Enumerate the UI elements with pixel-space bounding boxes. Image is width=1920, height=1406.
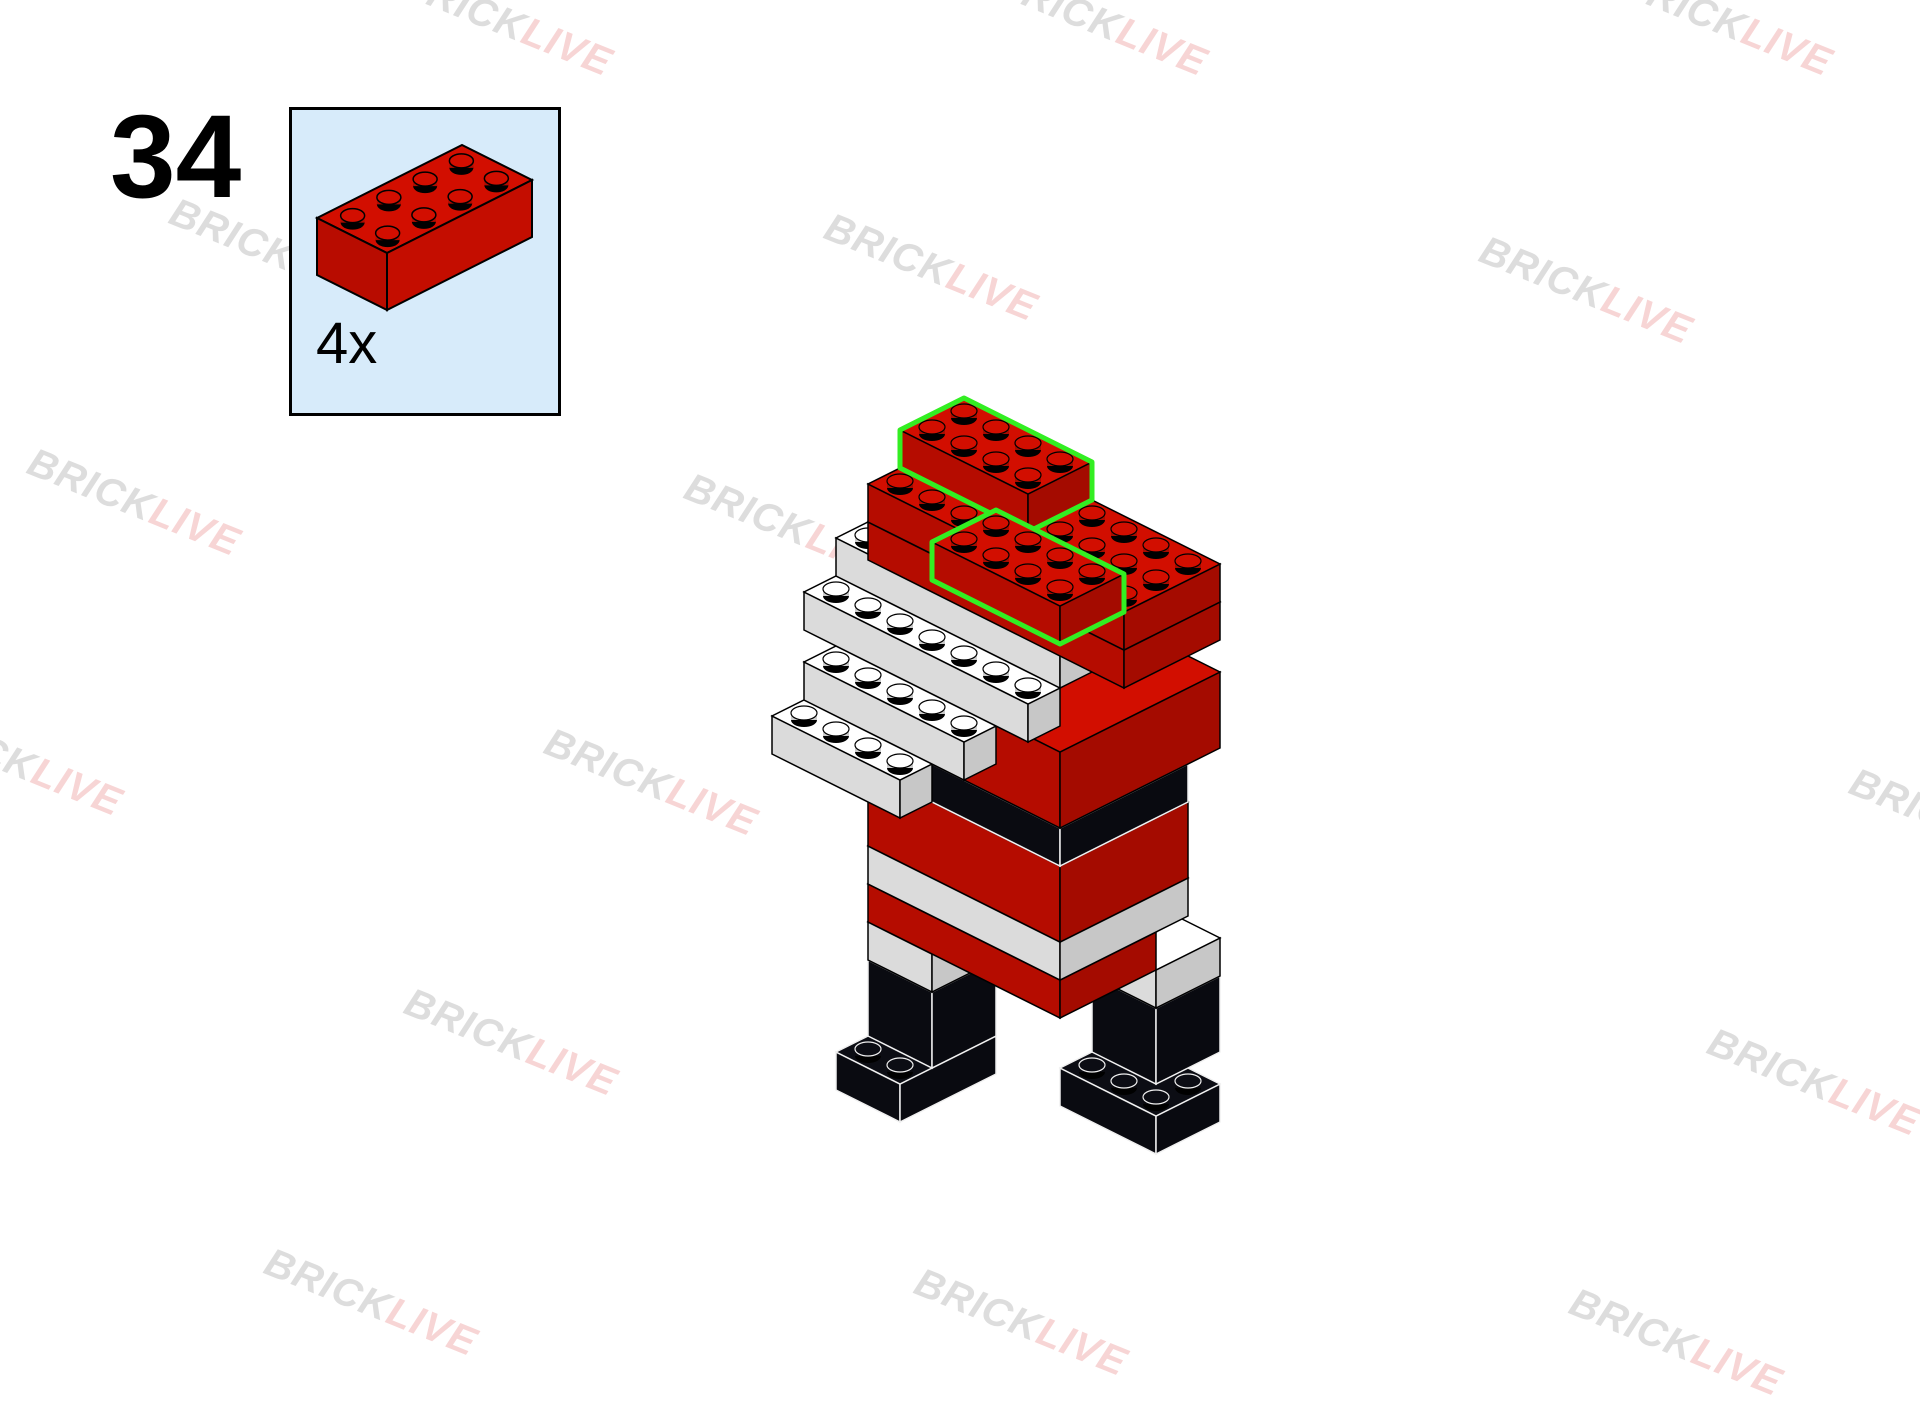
stud [886, 613, 914, 629]
stud [918, 629, 946, 645]
stud [412, 171, 438, 187]
stud [1078, 537, 1106, 553]
stud [1046, 451, 1074, 467]
stud [1046, 579, 1074, 595]
stud [1078, 1057, 1106, 1073]
stud [1110, 553, 1138, 569]
stud [790, 705, 818, 721]
beard-brick-mid [802, 645, 998, 782]
stud [950, 435, 978, 451]
parts-list-box: 4x [289, 107, 561, 416]
stud [950, 715, 978, 731]
new-red-brick-2x4 [897, 395, 1095, 535]
stud [854, 737, 882, 753]
stud [1174, 553, 1202, 569]
stud [982, 451, 1010, 467]
stud [1174, 1073, 1202, 1089]
stud [918, 489, 946, 505]
stud [950, 403, 978, 419]
stud [411, 207, 437, 223]
stud [822, 721, 850, 737]
stud [918, 699, 946, 715]
stud [822, 651, 850, 667]
stud [1046, 521, 1074, 537]
stud [1142, 1089, 1170, 1105]
stud [374, 225, 401, 241]
stud [1014, 467, 1042, 483]
stud [339, 207, 366, 224]
stud [822, 581, 850, 597]
stud [886, 1057, 914, 1073]
stud [1142, 569, 1170, 585]
beard-brick-low [770, 699, 934, 820]
stud [1142, 537, 1170, 553]
beard-brick-high [802, 575, 1062, 744]
stud [1110, 1073, 1138, 1089]
new-brick-highlight [897, 395, 1095, 535]
stud [1014, 531, 1042, 547]
stud [1014, 435, 1042, 451]
stud [1046, 547, 1074, 563]
stud [950, 531, 978, 547]
stud [376, 189, 402, 206]
santa-figure-model [770, 395, 1222, 1156]
stud [854, 1041, 882, 1057]
part-quantity: 4x [316, 311, 378, 376]
stud [918, 419, 946, 435]
stud [886, 683, 914, 699]
stud [982, 661, 1010, 677]
stud [950, 505, 978, 521]
stud [1014, 677, 1042, 693]
stud [982, 419, 1010, 435]
step-number: 34 [110, 91, 242, 223]
stud [1078, 563, 1106, 579]
stud [854, 597, 882, 613]
stud [982, 547, 1010, 563]
new-red-brick-2x4 [929, 507, 1127, 647]
stud [886, 473, 914, 489]
stud [483, 170, 510, 187]
stud [854, 667, 882, 683]
stud [1078, 505, 1106, 521]
stud [448, 153, 475, 169]
stud [1014, 563, 1042, 579]
stud [950, 645, 978, 661]
new-brick-highlight [929, 507, 1127, 647]
stud [447, 188, 473, 205]
stud [1110, 521, 1138, 537]
red-brick-2x4-icon [314, 143, 535, 312]
stud [886, 753, 914, 769]
stud [982, 515, 1010, 531]
